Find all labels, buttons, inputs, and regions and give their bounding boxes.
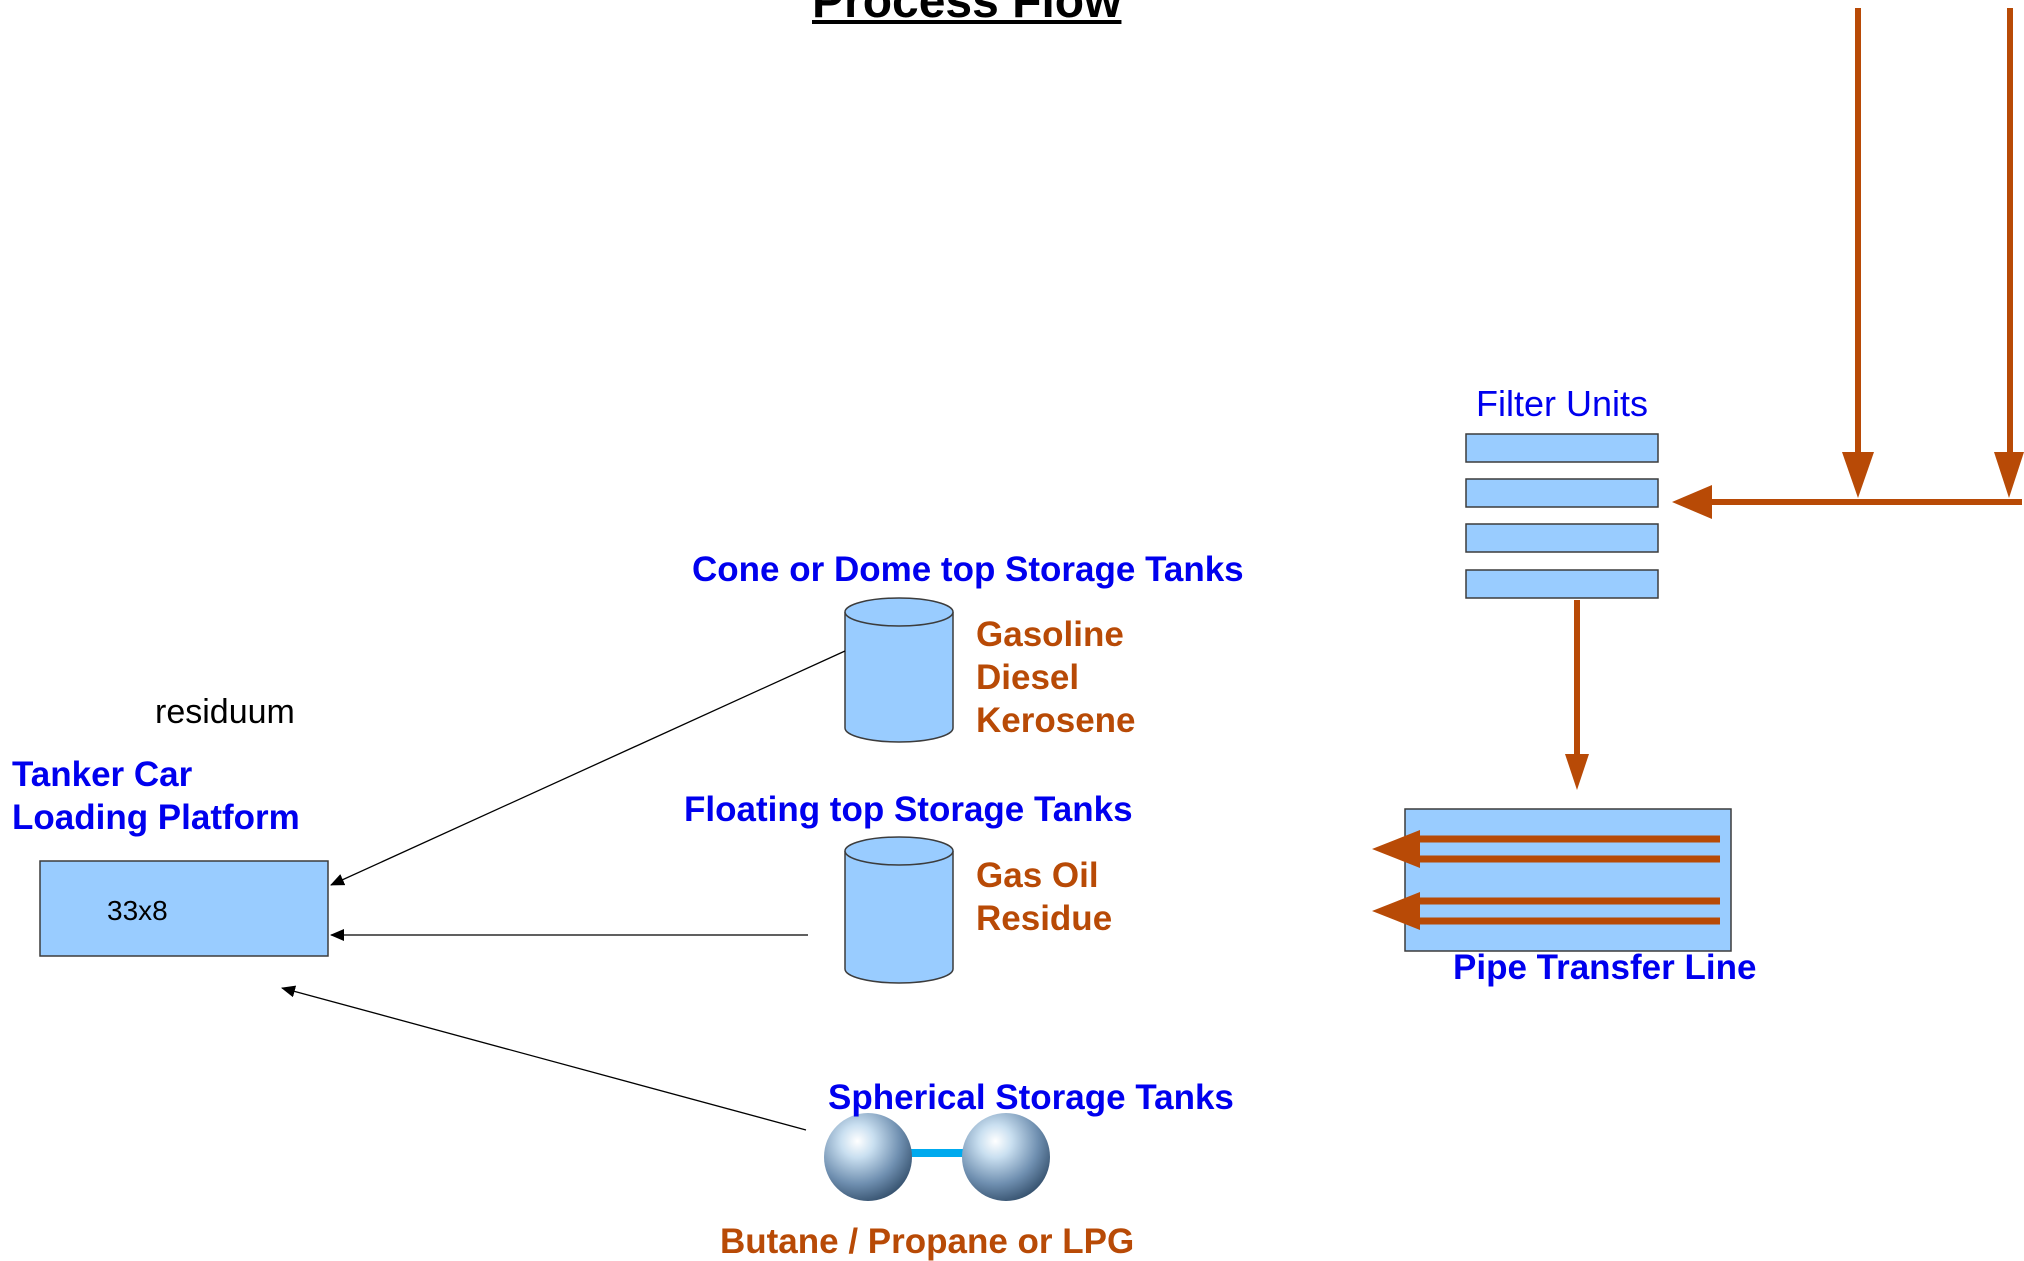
loading-arrows	[281, 650, 846, 1131]
filter-units-label: Filter Units	[1476, 383, 1649, 424]
filter-outlet-arrow	[1565, 754, 1589, 790]
transfer-pipe-arrow	[1372, 892, 1420, 930]
sphere-tank	[962, 1113, 1050, 1201]
sphere-to-tanker-arrow	[281, 985, 807, 1131]
tanker-car-box-text: 33x8	[107, 895, 168, 926]
feed-arrow-right	[1994, 452, 2024, 498]
spherical-tanks	[824, 1113, 1050, 1201]
filter-unit	[1465, 569, 1659, 599]
spherical-products-label: Butane / Propane or LPG	[720, 1222, 1135, 1261]
floating-product-residue: Residue	[976, 899, 1113, 938]
cone-product-diesel: Diesel	[976, 658, 1080, 697]
floating-tank-cylinder	[844, 836, 954, 984]
tanker-car-box	[39, 860, 329, 957]
cone-tanks-label: Cone or Dome top Storage Tanks	[692, 550, 1244, 589]
tanker-car-label-line2: Loading Platform	[12, 798, 300, 837]
floating-tanks-label: Floating top Storage Tanks	[684, 790, 1133, 829]
pipe-transfer-line-label: Pipe Transfer Line	[1453, 948, 1757, 987]
filter-unit	[1465, 523, 1659, 553]
spherical-tanks-label: Spherical Storage Tanks	[828, 1078, 1234, 1117]
filter-unit	[1465, 478, 1659, 508]
pipe-transfer-box	[1404, 808, 1732, 952]
sphere-tank	[824, 1113, 912, 1201]
feed-pipes	[1672, 8, 2024, 519]
filter-units	[1465, 433, 1659, 599]
pipe-transfer-line	[1372, 808, 1732, 952]
floating-product-gas-oil: Gas Oil	[976, 856, 1099, 895]
feed-arrow-to-filters	[1672, 485, 1712, 519]
transfer-pipe-arrow	[1372, 830, 1420, 868]
residuum-note: residuum	[155, 693, 295, 731]
cone-tank-cylinder	[844, 597, 954, 743]
cone-to-tanker-arrow	[330, 650, 846, 886]
cone-product-kerosene: Kerosene	[976, 701, 1136, 740]
tanker-car-label-line1: Tanker Car	[12, 755, 193, 794]
cone-product-gasoline: Gasoline	[976, 615, 1124, 654]
filter-unit	[1465, 433, 1659, 463]
page-title: Process Flow	[812, 0, 1122, 28]
feed-arrow-left	[1842, 452, 1874, 498]
